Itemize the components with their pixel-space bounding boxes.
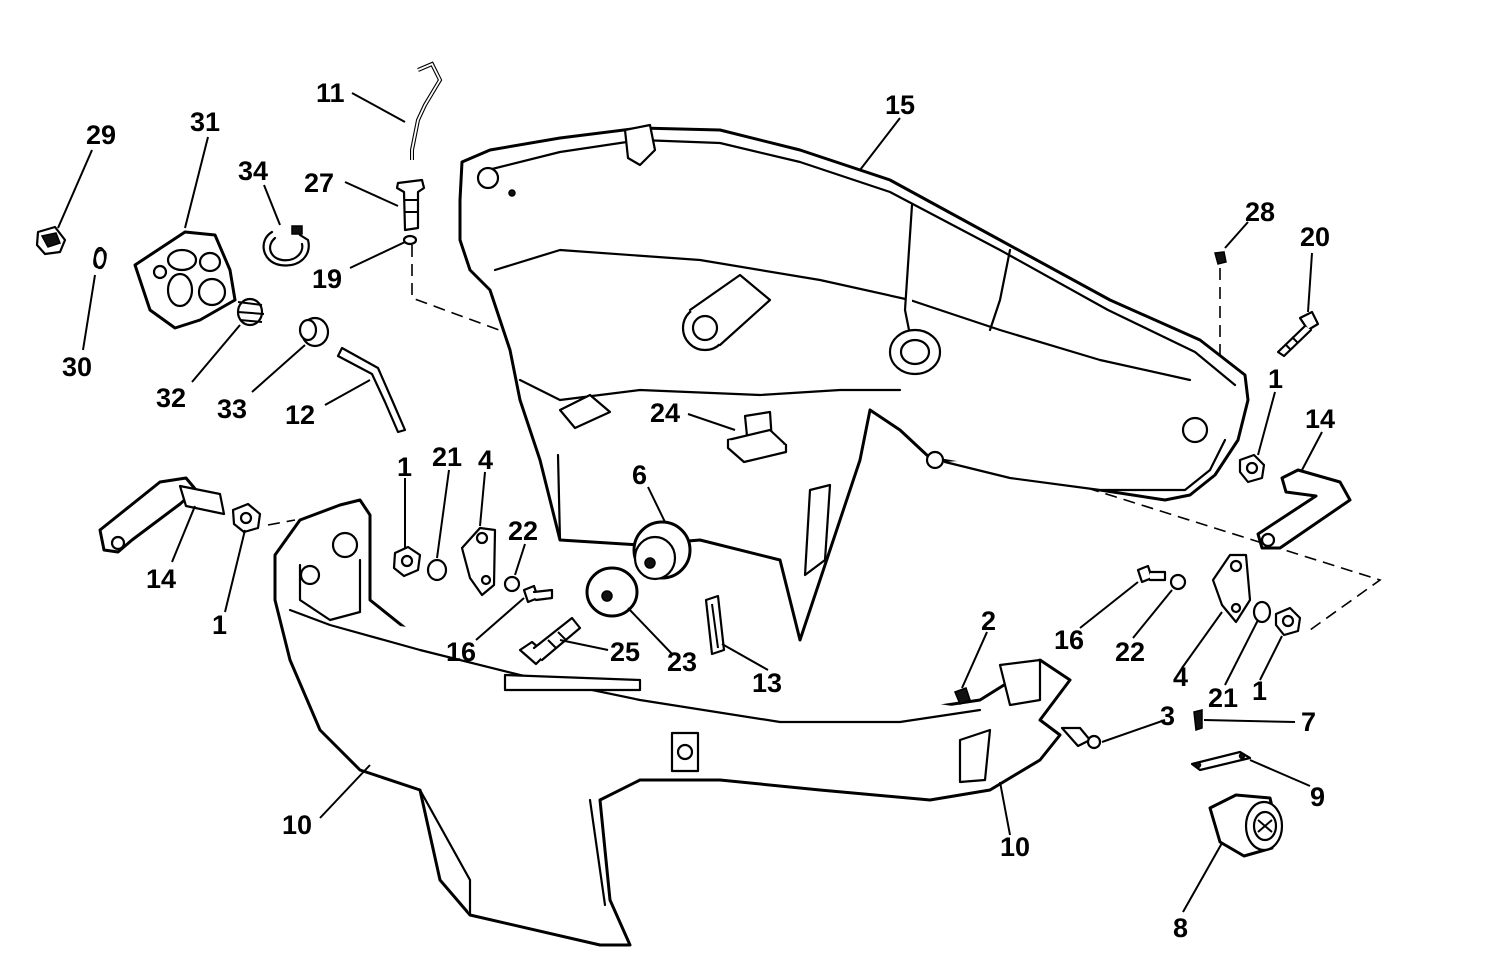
callout-31: 31 (190, 107, 220, 137)
upper-motor-cover (458, 123, 1250, 642)
leader-lines (57, 92, 1323, 913)
lower-motor-cover (273, 498, 1072, 947)
part-14-latch-lever-left (98, 476, 226, 554)
callout-10-right: 10 (1000, 832, 1030, 862)
part-8-connector (1208, 793, 1284, 858)
part-16-screw-left (522, 584, 554, 604)
part-13-seal (704, 594, 726, 656)
part-20-bolt (1276, 310, 1320, 358)
callout-28: 28 (1245, 197, 1275, 227)
part-21-washer-left (426, 558, 448, 582)
callout-1-right-top: 1 (1268, 364, 1283, 394)
callout-16-left: 16 (446, 637, 476, 667)
part-4-latch-plate-left (460, 526, 497, 597)
callout-13: 13 (752, 668, 782, 698)
part-6-grommet (632, 520, 692, 581)
part-30-oring (93, 246, 107, 270)
callout-9: 9 (1310, 782, 1325, 812)
callout-34: 34 (238, 156, 268, 186)
callout-11: 11 (316, 78, 345, 108)
part-33-grommet (298, 316, 330, 348)
callout-27: 27 (304, 168, 334, 198)
callout-12: 12 (285, 400, 315, 430)
part-1-nut-d (1274, 606, 1302, 637)
callout-7: 7 (1301, 707, 1316, 737)
part-3-screw (1060, 726, 1102, 750)
part-12-hose (336, 346, 407, 434)
callout-19: 19 (312, 264, 342, 294)
callout-32: 32 (156, 383, 186, 413)
callout-25: 25 (610, 637, 640, 667)
callout-6: 6 (632, 460, 647, 490)
callout-24: 24 (650, 398, 680, 428)
callout-33: 33 (217, 394, 247, 424)
part-28-screw (1214, 251, 1227, 265)
part-23-grommet (585, 566, 639, 618)
part-19-oring (402, 234, 418, 246)
part-34-clamp (262, 225, 310, 267)
part-31-fitting (133, 230, 237, 330)
part-21-washer-right (1252, 600, 1272, 624)
callout-15: 15 (885, 90, 915, 120)
callout-29: 29 (86, 120, 116, 150)
callout-1-center: 1 (397, 452, 412, 482)
callout-22-right: 22 (1115, 637, 1145, 667)
callout-16-right: 16 (1054, 625, 1084, 655)
callout-4-left: 4 (478, 445, 493, 475)
callout-30-oring-mark: 0 (92, 244, 107, 274)
part-1-nut-b (231, 502, 262, 534)
callout-10-left: 10 (282, 810, 312, 840)
callout-1-left: 1 (212, 610, 227, 640)
part-2-nut (954, 687, 971, 705)
part-27-pin (395, 178, 426, 232)
part-14-latch-lever-right (1256, 468, 1352, 550)
callout-14-left: 14 (146, 564, 176, 594)
part-24-bracket (726, 410, 788, 464)
callout-14-right: 14 (1305, 404, 1335, 434)
part-25-stud (518, 616, 582, 666)
part-1-nut-c (1238, 453, 1266, 484)
part-22-washer-left (503, 575, 521, 593)
callout-22-left: 22 (508, 516, 538, 546)
callout-4-right: 4 (1173, 662, 1188, 692)
part-32-clamp (236, 297, 265, 327)
callout-3: 3 (1160, 701, 1175, 731)
callout-21-right: 21 (1208, 683, 1238, 713)
callout-21-left: 21 (432, 442, 462, 472)
callout-labels: 29 31 0 30 34 11 27 19 32 33 12 15 28 20… (62, 78, 1335, 943)
callout-8: 8 (1173, 913, 1188, 943)
callout-1-right-bottom: 1 (1252, 676, 1267, 706)
callout-30: 30 (62, 352, 92, 382)
callout-23: 23 (667, 647, 697, 677)
part-4-latch-plate-right (1211, 553, 1252, 624)
part-7-screw (1193, 709, 1203, 732)
part-11-rod (410, 61, 443, 160)
callout-20: 20 (1300, 222, 1330, 252)
part-1-nut-a (392, 545, 422, 578)
part-22-washer-right (1169, 573, 1187, 591)
part-29-plug (35, 225, 67, 256)
part-16-screw-right (1136, 564, 1167, 584)
callout-2: 2 (981, 606, 996, 636)
part-9-gasket (1190, 750, 1252, 772)
